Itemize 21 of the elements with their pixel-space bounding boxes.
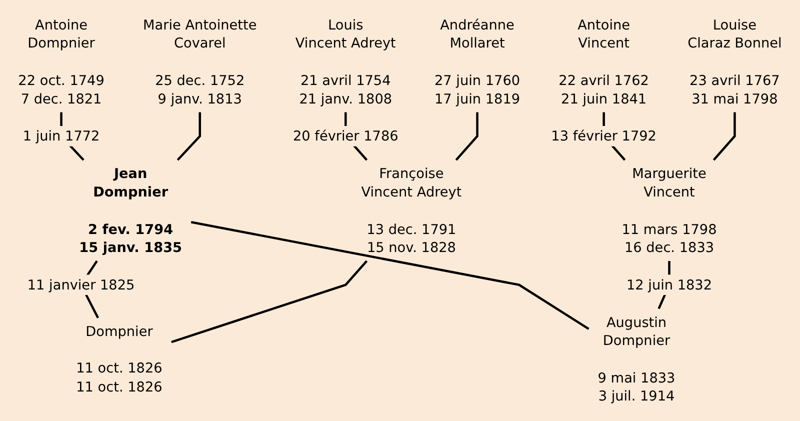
connector	[455, 112, 478, 161]
node-text: Louise Claraz Bonnel 23 avril 1767 31 mai 1798	[688, 16, 782, 106]
node-text: Antoine Vincent 22 avril 1762 21 juin 1841	[558, 16, 649, 106]
connector	[171, 260, 368, 344]
connector	[712, 112, 736, 161]
node-text: Augustin Dompnier 9 mai 1833 3 juil. 1914	[598, 314, 676, 404]
node-text: Antoine Dompnier 22 oct. 1749 7 dec. 1821	[18, 16, 104, 106]
node-text: Marie Antoinette Covarel 25 dec. 1752 9 janv. 1813	[143, 16, 257, 106]
edge-label: 20 février 1786	[292, 128, 398, 144]
edge-label: 1 juin 1772	[22, 128, 100, 144]
node-text: Françoise Vincent Adreyt 13 dec. 1791 15 nov. 1828	[361, 166, 462, 256]
connector	[176, 112, 202, 161]
edge-label: 11 janvier 1825	[27, 276, 135, 293]
node-text: Louis Vincent Adreyt 21 avril 1754 21 janv. 1808	[295, 16, 396, 106]
edge-label: 13 février 1792	[551, 128, 656, 144]
node-text: Andréanne Mollaret 27 juin 1760 17 juin 1819	[434, 16, 520, 106]
edge-label: 12 juin 1832	[626, 276, 712, 293]
node-text: Marguerite Vincent 11 mars 1798 16 dec. 1833	[622, 166, 717, 256]
node-text: Jean Dompnier 2 fev. 1794 15 janv. 1835	[79, 166, 182, 256]
node-text: Dompnier 11 oct. 1826 11 oct. 1826	[76, 324, 162, 395]
connector	[190, 220, 590, 330]
